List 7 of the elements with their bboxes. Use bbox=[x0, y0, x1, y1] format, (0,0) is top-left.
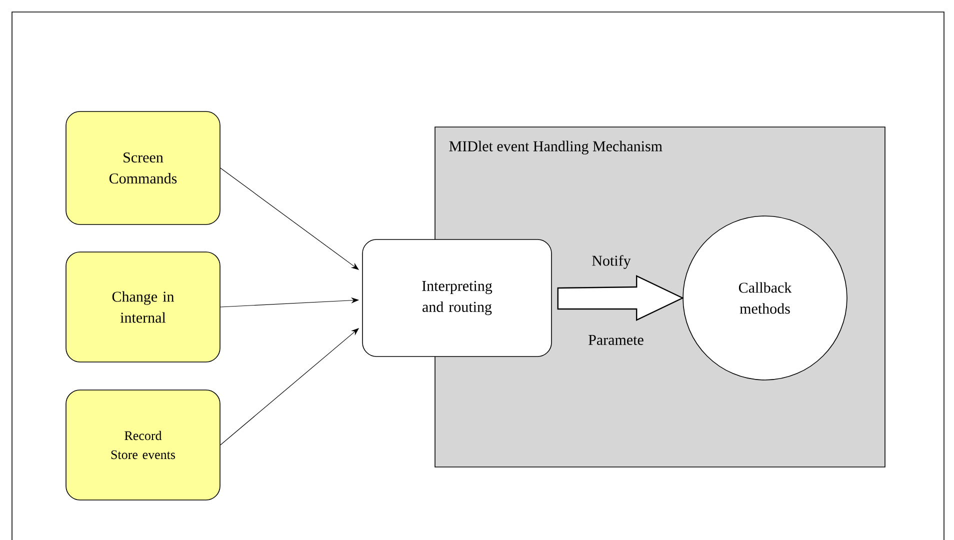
block-arrow bbox=[557, 275, 684, 321]
event-box: Screen Commands bbox=[66, 111, 220, 225]
edge-label: Notify bbox=[592, 255, 631, 269]
process-box: Interpreting and routing bbox=[362, 239, 552, 357]
event-box: Record Store events bbox=[66, 390, 220, 500]
event-box: Change in internal bbox=[66, 252, 220, 362]
text-label: Paramete bbox=[588, 335, 644, 345]
